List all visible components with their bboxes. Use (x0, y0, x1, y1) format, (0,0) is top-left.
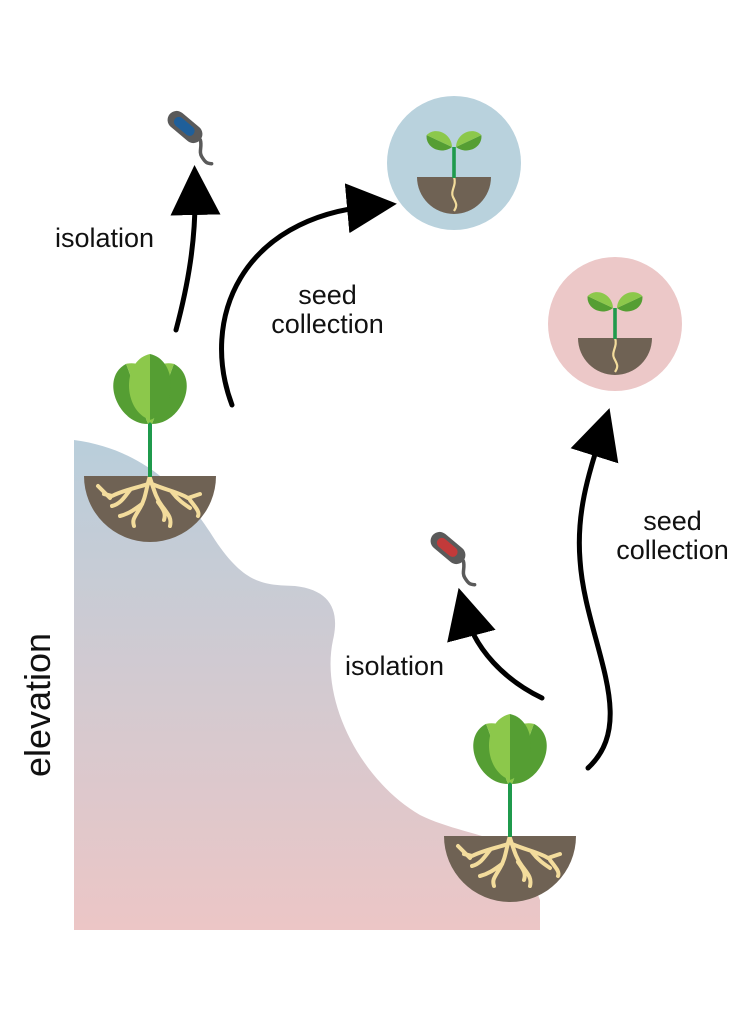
seed-collection-label-line1: seed (643, 506, 702, 536)
seed-collection-label-line2: collection (616, 535, 729, 565)
seed-collection-label-low: seed collection (600, 507, 745, 565)
seed-collection-arrow-high (219, 183, 397, 408)
seed-collection-label-high: seed collection (255, 281, 400, 339)
isolation-label-low: isolation (345, 651, 445, 681)
seed-collection-label-line2: collection (271, 309, 384, 339)
elevation-axis-label: elevation (17, 632, 58, 778)
bacterium-icon (167, 110, 214, 166)
isolation-label-high: isolation (55, 223, 155, 253)
seed-collection-label-line1: seed (298, 280, 357, 310)
elevation-terrain (74, 440, 540, 930)
plant-icon (442, 712, 578, 904)
isolation-arrow-low (447, 587, 545, 701)
isolation-arrow-high (170, 165, 221, 333)
seed-collection-arrow-low (570, 408, 619, 771)
bacterium-icon (430, 531, 477, 587)
